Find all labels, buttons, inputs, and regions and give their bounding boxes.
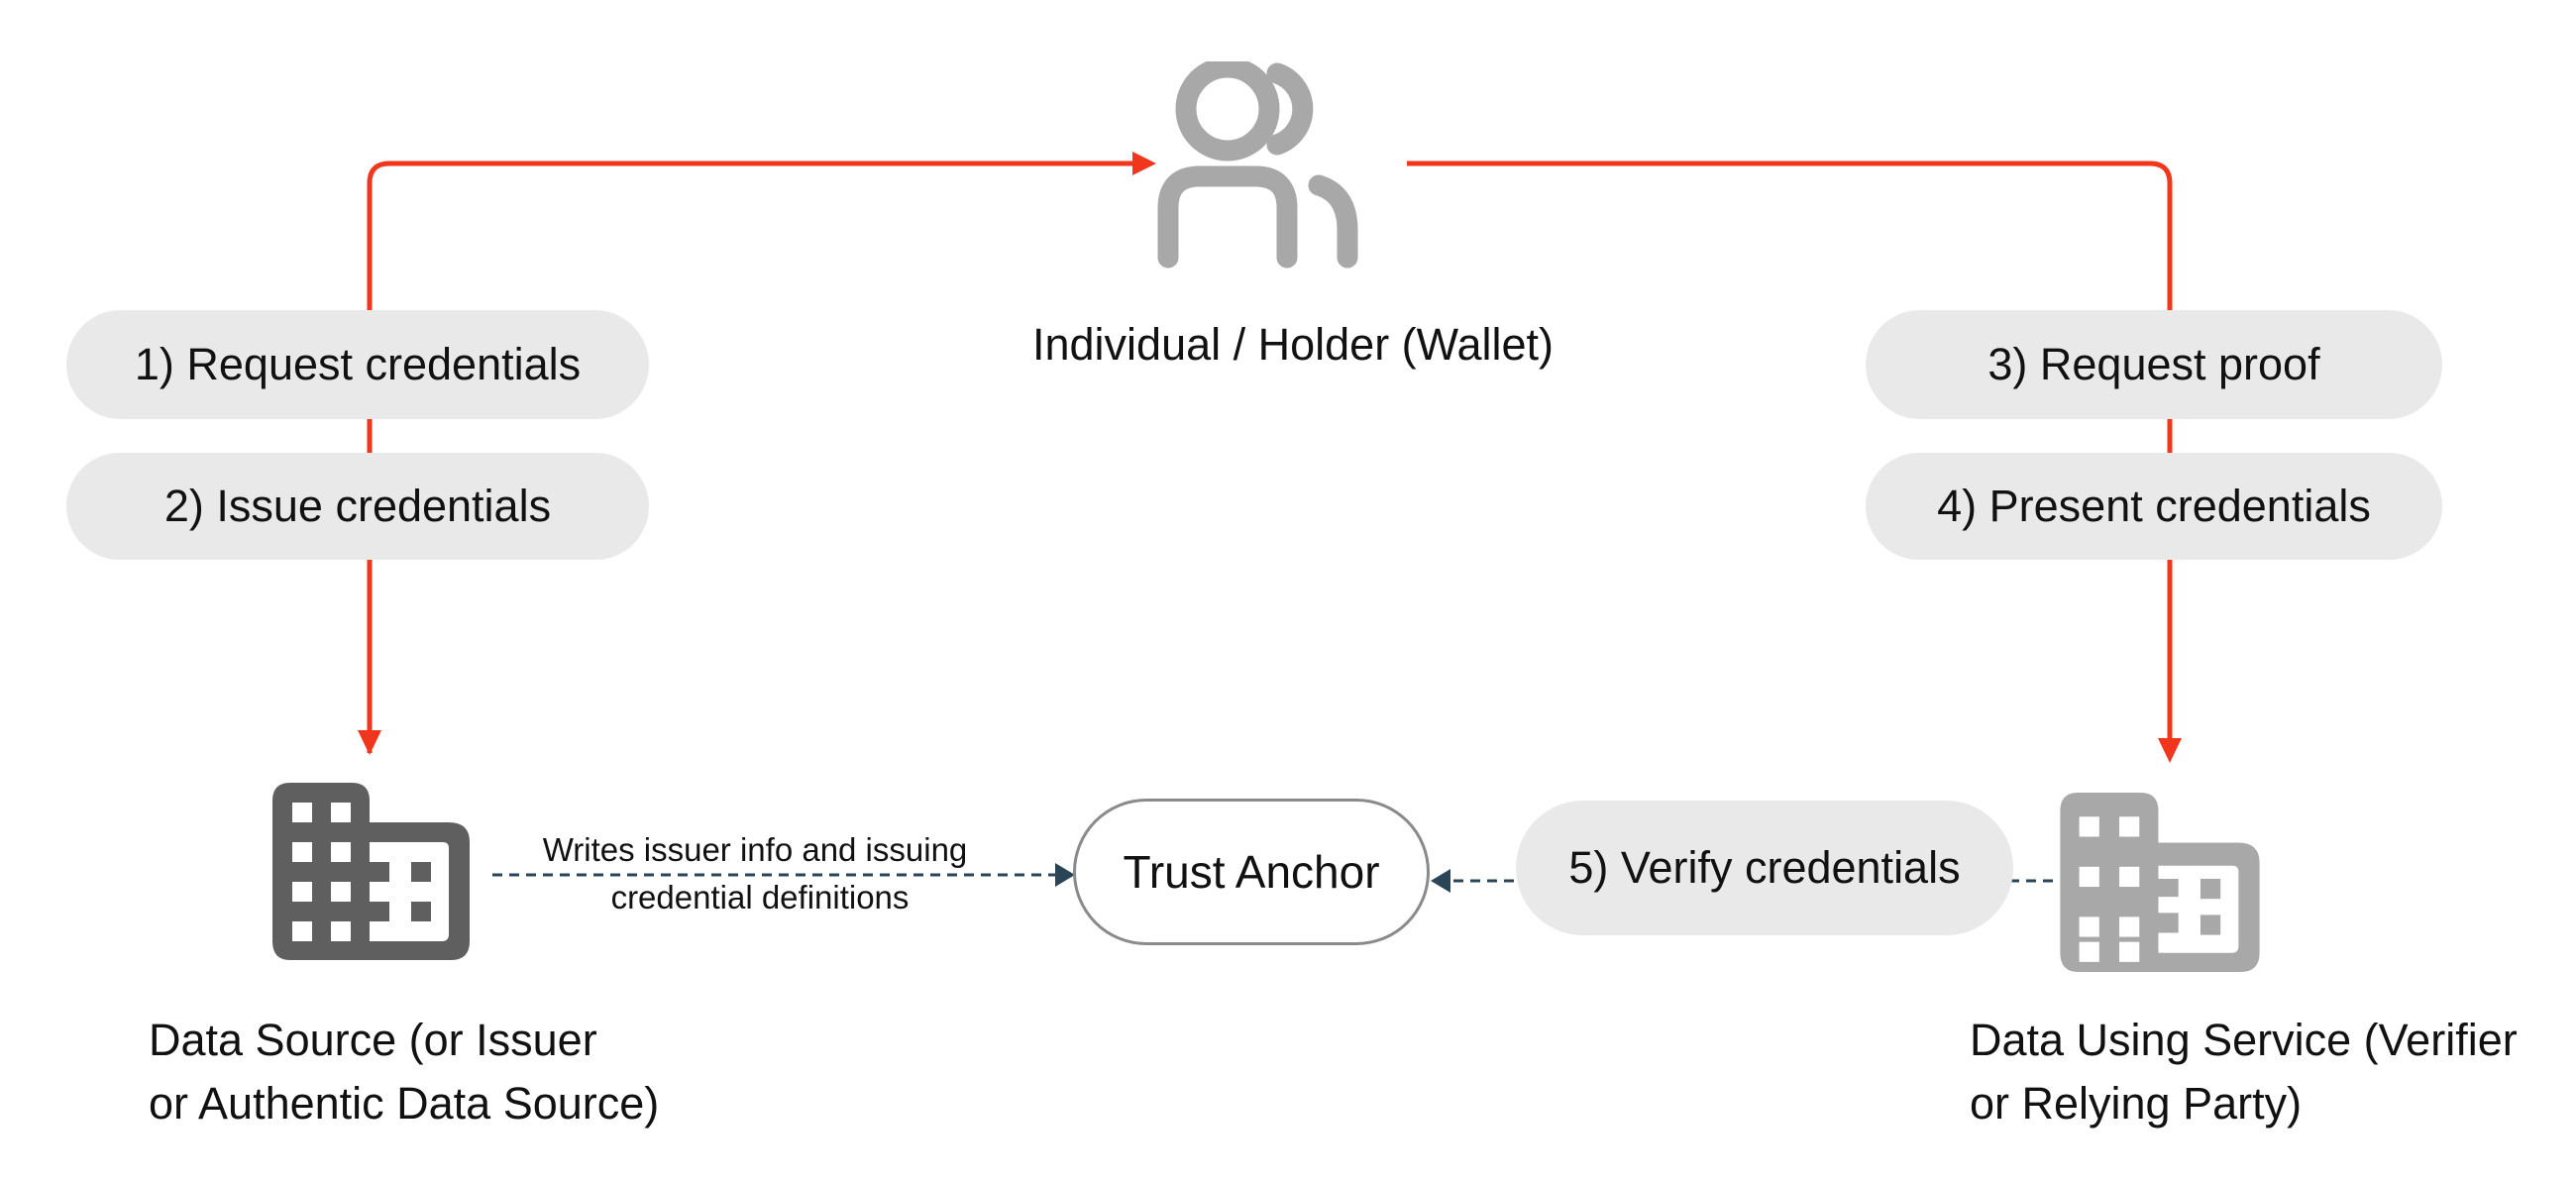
arrowhead-from-verifier [1431, 869, 1450, 893]
verifier-building-icon [2060, 793, 2260, 972]
issuer-label-line2: or Authentic Data Source) [149, 1078, 660, 1129]
step-1-request-credentials: 1) Request credentials [66, 310, 649, 419]
step-5-verify-credentials: 5) Verify credentials [1516, 801, 2013, 935]
issuer-label-line1: Data Source (or Issuer [149, 1015, 597, 1065]
trust-anchor-node: Trust Anchor [1073, 799, 1430, 945]
verifier-label-line1: Data Using Service (Verifier [1970, 1015, 2518, 1065]
arrowhead-to-issuer [358, 730, 381, 755]
step-3-request-proof: 3) Request proof [1866, 310, 2442, 419]
holder-label: Individual / Holder (Wallet) [1031, 319, 1555, 370]
arrowhead-to-anchor [1055, 863, 1075, 887]
arrowhead-to-holder [1132, 152, 1156, 175]
step-4-present-credentials: 4) Present credentials [1866, 453, 2442, 560]
arrowhead-to-verifier [2158, 738, 2182, 763]
users-icon [1157, 61, 1358, 269]
issuer-building-icon [272, 783, 470, 960]
holder-verifier-flow-line [1407, 161, 2173, 738]
verifier-label-line2: or Relying Party) [1970, 1078, 2303, 1129]
issuer-anchor-annotation-line2: credential definitions [610, 879, 910, 915]
step-2-issue-credentials: 2) Issue credentials [66, 453, 649, 560]
issuer-holder-flow-line [367, 161, 1139, 753]
issuer-anchor-annotation-line1: Writes issuer info and issuing [542, 831, 968, 868]
